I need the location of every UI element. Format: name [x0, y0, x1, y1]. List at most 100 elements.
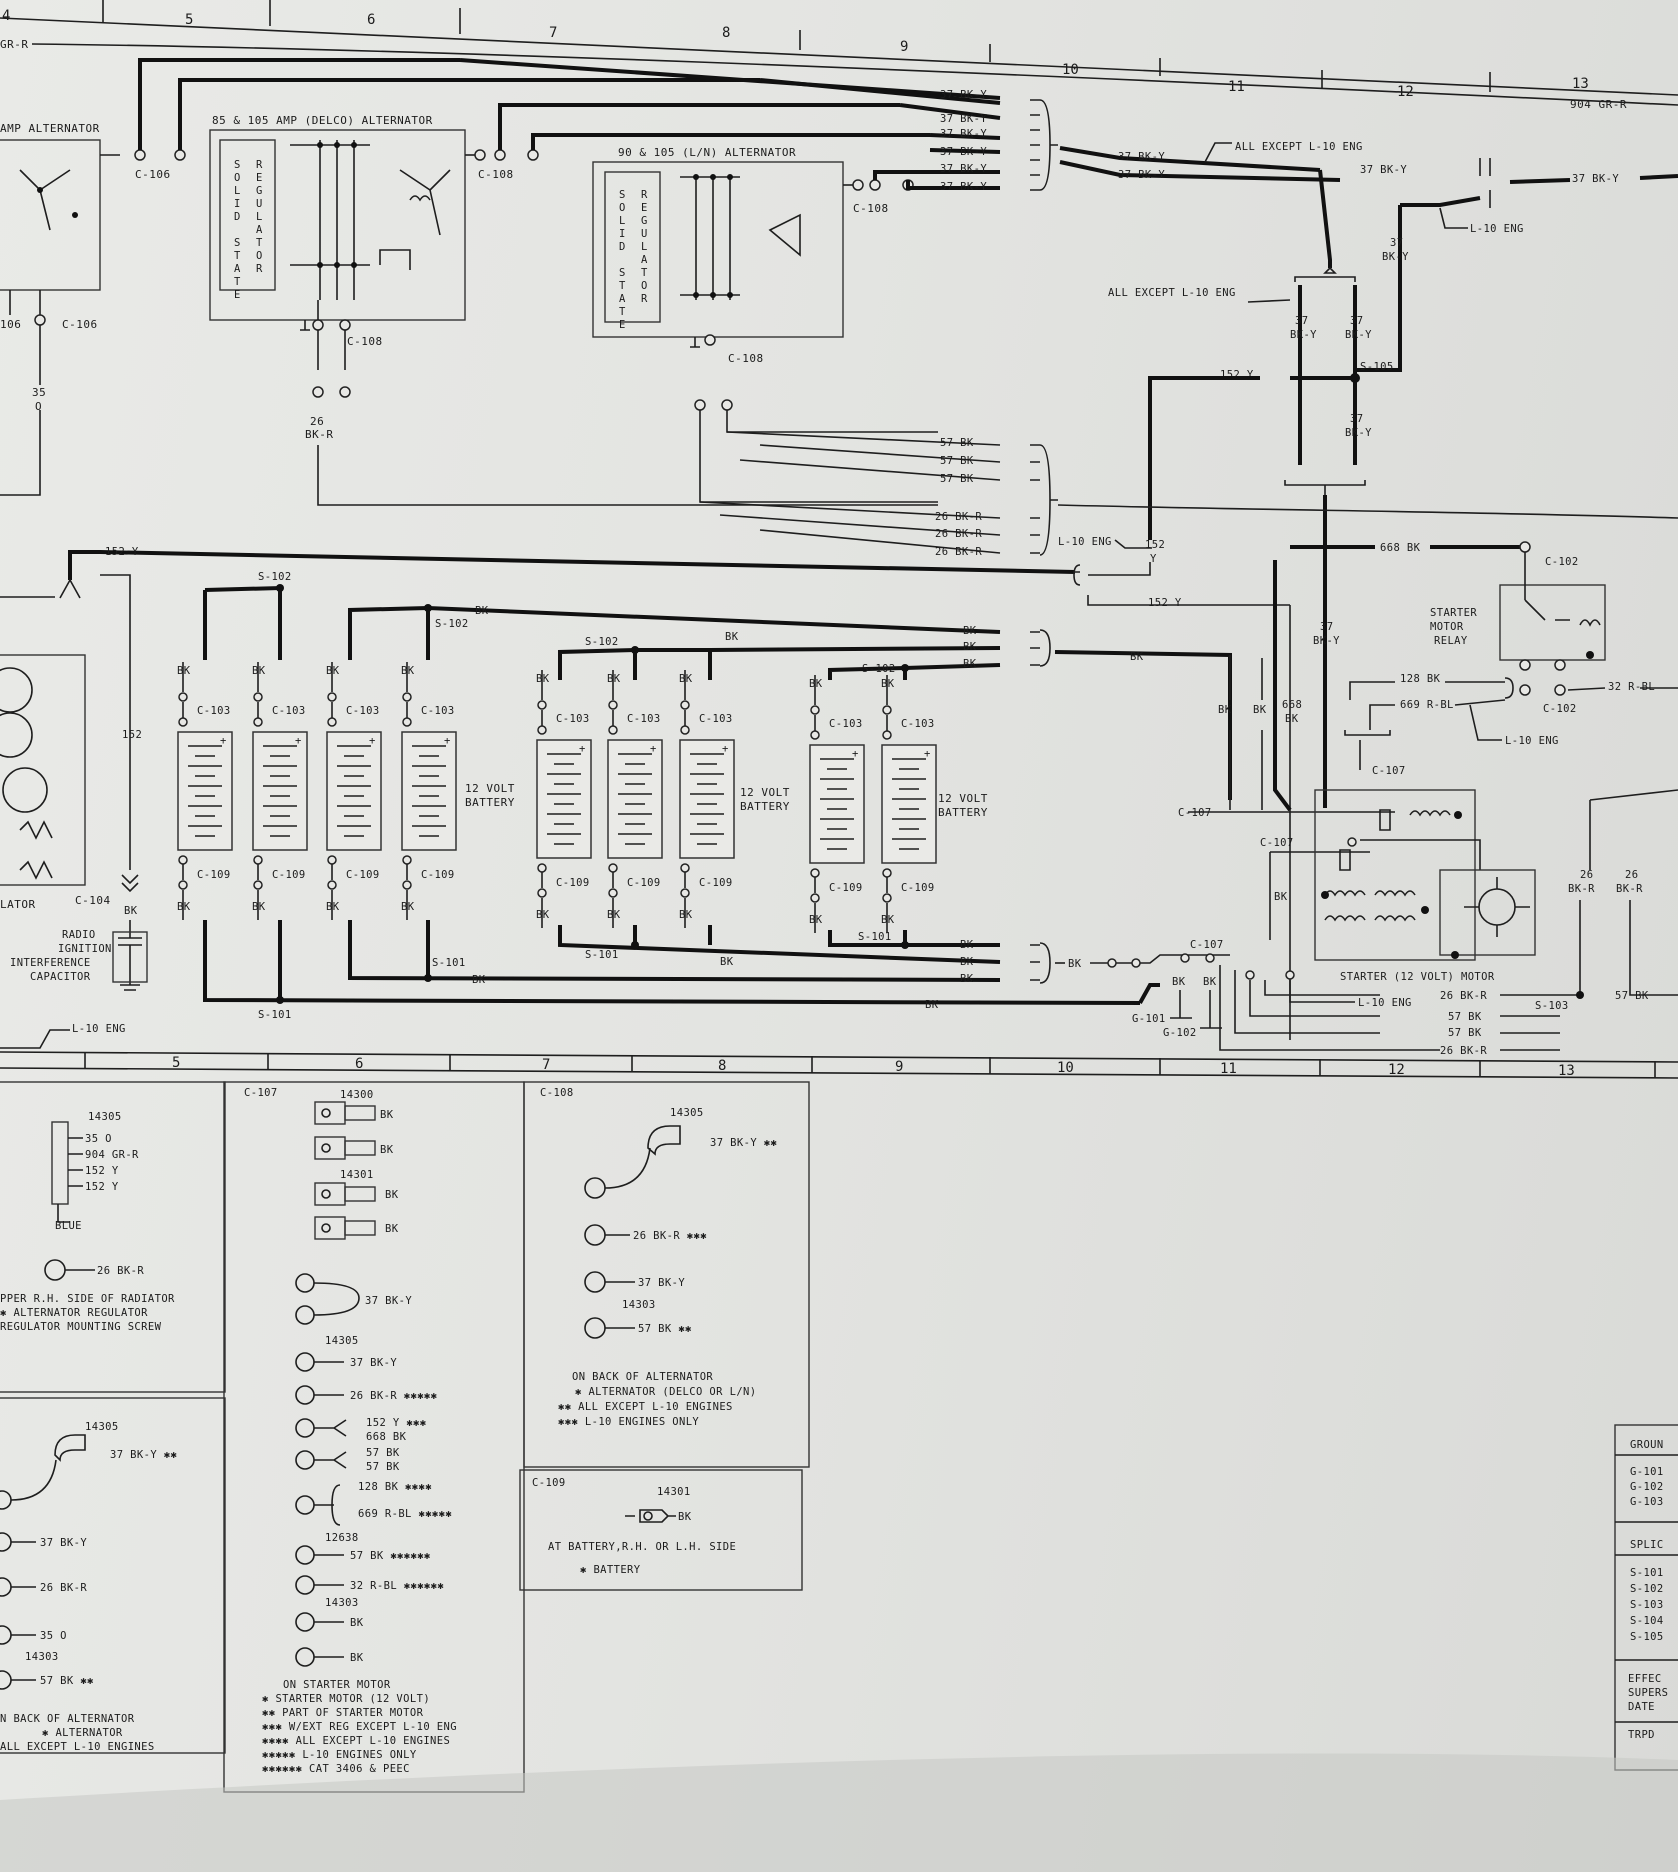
- part-number: 14300: [340, 1089, 374, 1101]
- wire-label: BK: [725, 631, 739, 643]
- wire-label: 904 GR-R: [1570, 98, 1627, 111]
- wire-label: 37 BK-Y: [940, 128, 987, 140]
- grid-col-label: 9: [895, 1059, 903, 1075]
- splice-label: S-102: [435, 618, 469, 630]
- grid-col-label: 4: [2, 8, 10, 24]
- connector-label: C-103: [421, 705, 455, 717]
- battery: [401, 731, 457, 851]
- splice-id: S-102: [1630, 1583, 1664, 1595]
- wire-label: BK: [326, 901, 340, 913]
- regulator-letter: T: [641, 267, 648, 279]
- regulator-letter: U: [256, 198, 263, 210]
- terminal-label: 26 BK-R: [40, 1582, 87, 1594]
- wire-label: BK: [963, 625, 977, 637]
- wire-label: BK: [124, 905, 138, 917]
- battery-terminal: [178, 880, 188, 890]
- regulator-letter: I: [234, 198, 241, 210]
- color-label: BLUE: [55, 1220, 82, 1232]
- terminal-label: 35 O: [40, 1630, 67, 1642]
- terminal-label: BK: [380, 1144, 394, 1156]
- terminal-label: 37 BK-Y: [40, 1537, 87, 1549]
- terminal-label: 57 BK: [366, 1461, 400, 1473]
- regulator-letter: E: [256, 172, 263, 184]
- terminal-label: BK: [350, 1652, 364, 1664]
- connector-label: C-108: [853, 202, 889, 215]
- connector-label: C-103: [901, 718, 935, 730]
- pin-label: 152 Y: [85, 1181, 119, 1193]
- splice-label: S-101: [258, 1009, 292, 1021]
- part-number: 14305: [670, 1107, 704, 1119]
- panel-c109: C-109 14301 BK AT BATTERY,R.H. OR L.H. S…: [519, 1469, 803, 1591]
- ground-id: G-101: [1630, 1466, 1664, 1478]
- connector-label: C-106: [62, 318, 98, 331]
- part-number: 14303: [325, 1597, 359, 1609]
- wire-label: 152 Y: [1148, 597, 1182, 609]
- routing-note: ALL EXCEPT L-10 ENG: [1235, 141, 1363, 153]
- ground-id: G-103: [1630, 1496, 1664, 1508]
- battery: [252, 731, 308, 851]
- wire-color: BK-R: [305, 428, 334, 441]
- terminal-label: 57 BK ✱✱✱✱✱✱: [350, 1550, 431, 1562]
- terminal-label: 37 BK-Y: [350, 1357, 397, 1369]
- regulator-letter: R: [256, 159, 263, 171]
- wire-label: BK: [475, 605, 489, 617]
- table-heading: GROUN: [1630, 1439, 1664, 1451]
- table-footer: EFFEC: [1628, 1673, 1662, 1685]
- relay-label: RELAY: [1434, 635, 1468, 647]
- regulator-label: LATOR: [0, 898, 36, 911]
- wire-color: BK-Y: [1345, 329, 1372, 341]
- battery-terminal: [178, 692, 188, 702]
- battery-terminal: [680, 700, 690, 710]
- terminal-label: 128 BK ✱✱✱✱: [358, 1481, 432, 1493]
- grid-col-label: 5: [172, 1055, 180, 1071]
- wire-label: 128 BK: [1400, 673, 1441, 685]
- regulator-letter: E: [619, 319, 626, 331]
- terminal-label: 26 BK-R ✱✱✱: [633, 1230, 707, 1242]
- wire-color: BK-Y: [1382, 251, 1409, 263]
- ln-alternator: 90 & 105 (L/N) ALTERNATOR SOLIDSTATEREGU…: [592, 146, 938, 503]
- terminal-label: 669 R-BL ✱✱✱✱✱: [358, 1508, 452, 1520]
- wire-label: BK: [963, 658, 977, 670]
- wire-label: BK: [252, 901, 266, 913]
- battery: [679, 739, 735, 859]
- battery-terminal: [402, 855, 412, 865]
- connector-label: C-108: [347, 335, 383, 348]
- wire-label: BK: [1274, 891, 1288, 903]
- regulator-letter: T: [619, 306, 626, 318]
- wire-label: 37 BK-Y: [940, 113, 987, 125]
- top-grid-ruler: 4 5 6 7 8 9 10 11 12 13: [0, 0, 1678, 100]
- battery-label: 12 VOLT: [740, 786, 790, 799]
- capacitor-label: IGNITION: [58, 943, 112, 955]
- capacitor-label: RADIO: [62, 929, 96, 941]
- table-heading: SPLIC: [1630, 1539, 1664, 1551]
- connector-label: C-109: [699, 877, 733, 889]
- part-number: 14305: [88, 1111, 122, 1123]
- splice-label: S-102: [258, 571, 292, 583]
- battery-terminal: [178, 855, 188, 865]
- pin-label: 152 Y: [85, 1165, 119, 1177]
- connector-label: C-107: [1372, 765, 1406, 777]
- wire-number: 37: [1350, 315, 1363, 327]
- regulator-letter: A: [234, 263, 241, 275]
- page-edge: [0, 1753, 1678, 1872]
- panel-note: ✱✱ PART OF STARTER MOTOR: [262, 1707, 424, 1719]
- wire-label: BK: [326, 665, 340, 677]
- connector-label: C-103: [556, 713, 590, 725]
- wire-number: 37: [1320, 621, 1333, 633]
- panel-note: REGULATOR MOUNTING SCREW: [0, 1321, 162, 1333]
- terminal-label: BK: [678, 1511, 692, 1523]
- battery-rail-s102: S-102 S-102 BK S-102 BK S-102 BK BK BK B…: [203, 571, 1232, 800]
- wire-number: 37: [1390, 237, 1403, 249]
- capacitor-label: INTERFERENCE: [10, 957, 91, 969]
- wire-904-gr-r: GR-R 904 GR-R: [0, 38, 1678, 111]
- panel-left-top: 14305 35 O 904 GR-R 152 Y 152 Y BLUE 26 …: [0, 1081, 226, 1393]
- terminal-label: BK: [380, 1109, 394, 1121]
- panel-note: ON BACK OF ALTERNATOR: [572, 1371, 713, 1383]
- connector-label: C-102: [1545, 556, 1579, 568]
- terminal-label: 57 BK ✱✱: [40, 1675, 94, 1687]
- wire-color: BK-R: [1568, 883, 1595, 895]
- wire-label: BK: [1130, 651, 1144, 663]
- battery-bank: +C-103C-109BKBK+C-103C-109BKBK+C-103C-10…: [177, 662, 937, 933]
